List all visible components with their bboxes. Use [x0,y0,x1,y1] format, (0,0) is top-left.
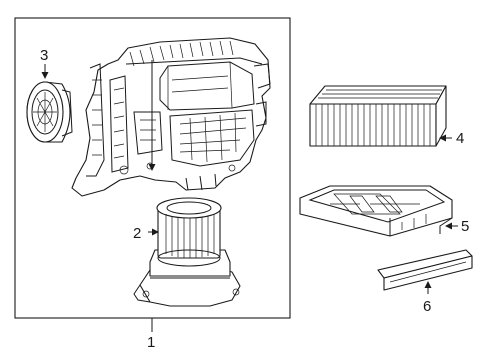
cabin-filter-part-4 [309,85,447,147]
blower-motor-part-2 [133,197,241,307]
filter-tray-part-5 [299,185,453,237]
intake-fan-part-3 [26,81,73,143]
filter-cover-part-6 [377,249,473,291]
callout-1: 1 [147,334,155,351]
callout-3: 3 [40,47,48,64]
callout-4: 4 [456,130,464,147]
callout-6: 6 [423,298,431,315]
hvac-housing [71,37,271,197]
callout-2: 2 [133,225,141,242]
callout-5: 5 [461,218,469,235]
